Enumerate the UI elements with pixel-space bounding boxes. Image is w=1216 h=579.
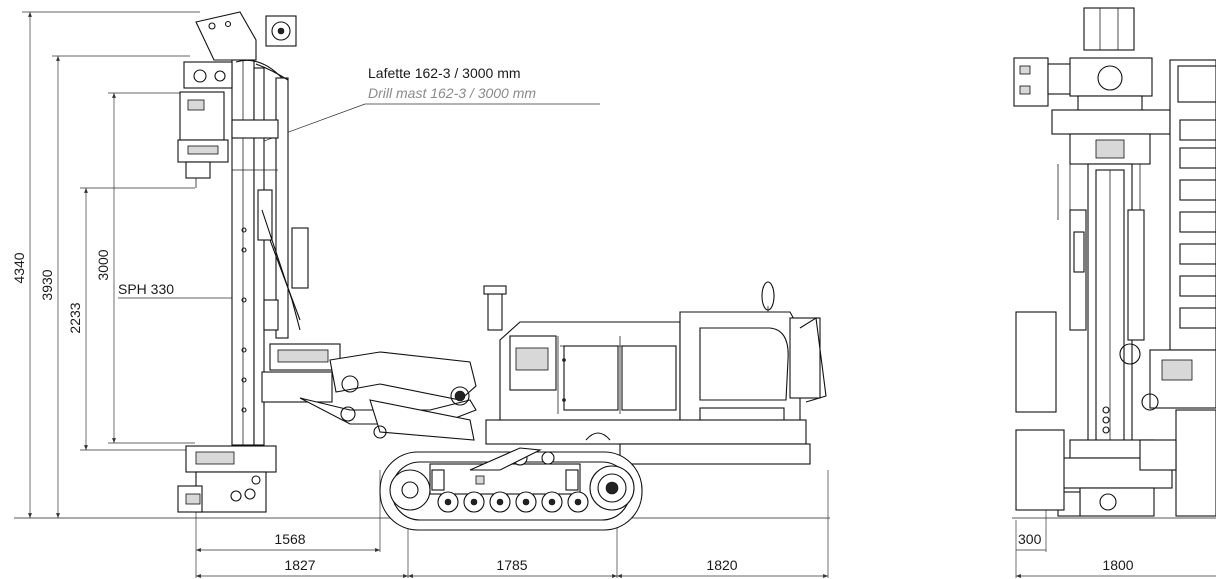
dim-1827: 1827 [284, 557, 315, 573]
dim-1568: 1568 [274, 531, 305, 547]
vertical-dimension-lines [28, 11, 116, 518]
front-rotary-head [1013, 7, 1171, 220]
dim-3000: 3000 [95, 249, 111, 280]
dim-1820: 1820 [706, 557, 737, 573]
callout-leader [244, 103, 366, 149]
crawler-track [379, 447, 643, 531]
dim-3930: 3930 [39, 269, 55, 300]
dim-2233: 2233 [67, 302, 83, 333]
front-body [1015, 59, 1216, 517]
dim-4340: 4340 [11, 252, 27, 283]
machine-body [483, 281, 827, 465]
drill-mast [177, 11, 309, 513]
callout-sub-text: Drill mast 162-3 / 3000 mm [368, 85, 536, 101]
sph-label: SPH 330 [118, 281, 174, 297]
callout-main-text: Lafette 162-3 / 3000 mm [368, 65, 521, 81]
dim-1785: 1785 [496, 557, 527, 573]
side-view: 4340 3930 2233 3000 SPH 330 1568 1827 17… [11, 11, 830, 578]
height-extension-lines [22, 11, 200, 451]
dim-1800: 1800 [1102, 557, 1133, 573]
boom-arm [261, 343, 477, 441]
dim-300: 300 [1018, 531, 1042, 547]
front-view: 300 1800 [1012, 7, 1216, 578]
